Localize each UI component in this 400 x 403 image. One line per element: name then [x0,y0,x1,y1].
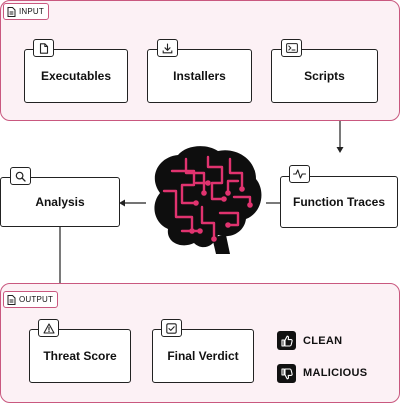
malicious-result-badge [277,364,296,383]
input-tag: INPUT [3,3,49,20]
function-traces-node: Function Traces [280,176,398,228]
download-icon [162,42,173,53]
malicious-result-label: MALICIOUS [303,367,368,379]
thumbs-down-icon [280,367,293,379]
final-verdict-node: Final Verdict [152,329,254,383]
threat-score-node: Threat Score [29,329,131,383]
document-icon [7,6,16,17]
document-icon [7,294,16,305]
analysis-badge [10,167,31,185]
executables-badge [33,39,54,57]
brain-circuit-icon [154,146,262,254]
function-traces-badge [289,165,310,183]
threat-score-badge [38,319,59,337]
warning-icon [42,322,55,334]
installers-badge [157,39,178,57]
analysis-node: Analysis [0,177,120,227]
thumbs-up-icon [280,335,293,347]
checkbox-icon [166,322,177,334]
scripts-badge [281,39,302,57]
scripts-node: Scripts [271,49,378,103]
final-verdict-badge [161,319,182,337]
activity-icon [293,169,306,179]
output-tag: OUTPUT [3,291,59,308]
clean-result-label: CLEAN [303,335,343,347]
file-icon [39,42,48,54]
executables-node: Executables [24,49,128,103]
installers-node: Installers [147,49,252,103]
search-icon [15,171,26,182]
clean-result-badge [277,331,296,350]
terminal-icon [285,43,298,53]
